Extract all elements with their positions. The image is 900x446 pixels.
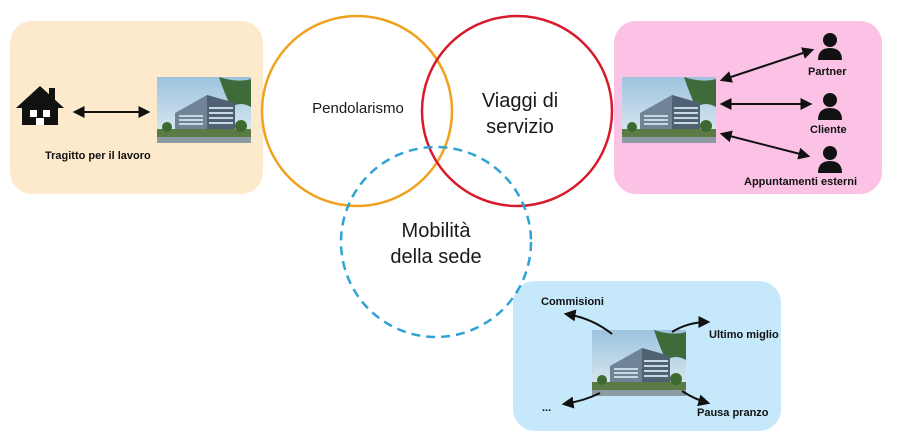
site-mobility-label: Mobilità della sede — [366, 218, 506, 270]
site-mobility-label-line1: Mobilità — [401, 220, 471, 242]
last-mile-arrow — [671, 316, 711, 333]
person-icon — [818, 33, 842, 60]
commuting-label: Pendolarismo — [312, 100, 404, 117]
commuting-circle — [260, 14, 454, 208]
external-appointments-arrow — [719, 130, 811, 160]
house-icon — [16, 86, 64, 125]
business-travel-label-line1: Viaggi di — [481, 90, 559, 112]
business-travel-circle — [420, 14, 614, 208]
trip-lunch-break: Pausa pranzo — [697, 407, 769, 419]
site-mobility-circle — [339, 145, 533, 339]
business-travel-label: Viaggi di servizio — [452, 88, 588, 140]
lunch-break-arrow — [681, 390, 711, 407]
office-building-photo — [622, 77, 716, 143]
destination-client: Cliente — [810, 124, 847, 136]
trip-last-mile: Ultimo miglio — [709, 329, 779, 341]
other-trips-arrow — [561, 392, 601, 409]
destination-external-appointments: Appuntamenti esterni — [744, 176, 858, 188]
commute-caption: Tragitto per il lavoro — [45, 150, 151, 162]
trip-errands: Commisioni — [541, 296, 604, 308]
trip-other: ... — [542, 402, 552, 414]
person-icon — [818, 146, 842, 173]
errands-arrow — [563, 309, 613, 335]
person-icon — [818, 93, 842, 120]
office-building-photo — [157, 77, 251, 143]
site-mobility-label-line2: della sede — [390, 246, 482, 268]
partner-arrow — [719, 47, 815, 83]
office-building-photo — [592, 330, 686, 396]
destination-partner: Partner — [808, 66, 847, 78]
business-travel-label-line2: servizio — [486, 116, 554, 138]
